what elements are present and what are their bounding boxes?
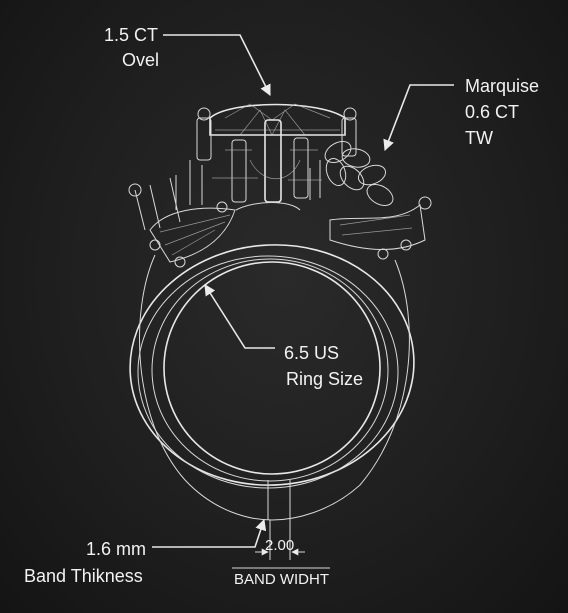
side-stone-unit: TW bbox=[465, 128, 493, 148]
band-width-value: 2.00 bbox=[265, 537, 295, 554]
band-thickness-caption: Band Thikness bbox=[24, 566, 143, 586]
center-stone-setting bbox=[175, 103, 357, 211]
band-thickness-value: 1.6 mm bbox=[86, 539, 147, 559]
left-marquise-cluster bbox=[128, 177, 236, 268]
ring-size-caption: Ring Size bbox=[286, 369, 364, 389]
right-marquise-cluster bbox=[324, 141, 432, 260]
side-stone-shape: Marquise bbox=[465, 76, 540, 96]
ring-size-value: 6.5 US bbox=[284, 343, 340, 363]
ring-band bbox=[129, 244, 415, 521]
center-stone-shape: Ovel bbox=[122, 50, 160, 70]
center-stone-weight: 1.5 CT bbox=[104, 25, 159, 45]
callout-lines bbox=[152, 34, 454, 569]
side-stone-weight: 0.6 CT bbox=[465, 102, 520, 122]
band-width-caption: BAND WIDHT bbox=[234, 571, 329, 588]
